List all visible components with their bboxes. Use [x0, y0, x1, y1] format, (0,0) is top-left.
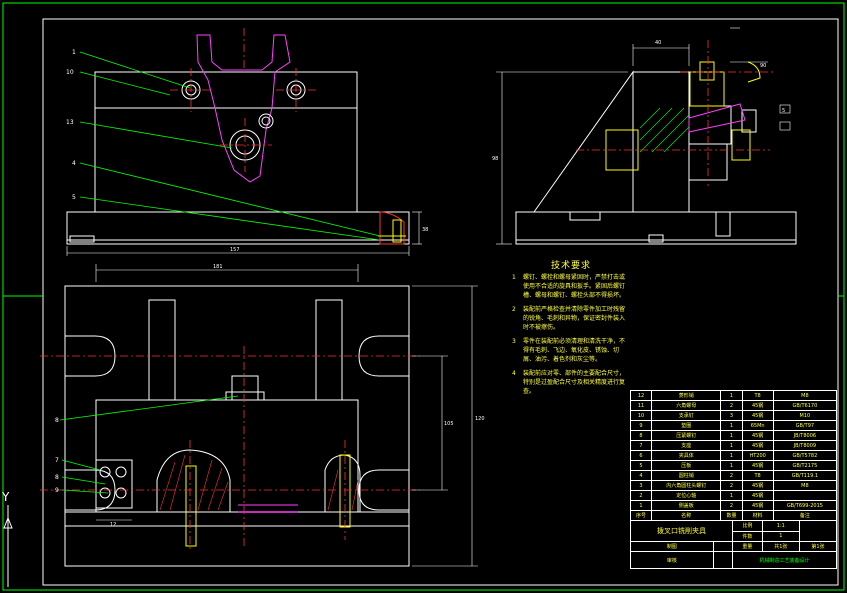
side-dims — [496, 27, 768, 245]
callout-front-4: 4 — [72, 160, 76, 167]
school-name: 机械制造工艺装备设计 — [732, 551, 837, 569]
front-dims — [66, 211, 422, 256]
callout-front-1: 1 — [72, 49, 76, 56]
callout-front-13: 13 — [66, 119, 74, 126]
plan-view — [64, 285, 410, 567]
dim-plan-width: 181 — [213, 264, 223, 270]
front-centerlines — [170, 28, 318, 172]
plan-hatching — [159, 454, 359, 511]
dim-side-base: 90 — [760, 63, 766, 69]
dim-side-tag: 5 — [782, 108, 785, 114]
dim-front-width: 157 — [230, 247, 240, 253]
plan-dims — [95, 264, 478, 567]
dim-front-height: 38 — [422, 227, 428, 233]
ucs-icon — [3, 505, 13, 587]
front-leaders — [79, 51, 381, 241]
callout-plan-8b: 8 — [55, 474, 59, 481]
inner-frame — [42, 18, 839, 586]
plan-leaders — [59, 395, 239, 494]
drawing-title: 拨叉口铣削夹具 — [630, 520, 733, 542]
side-tag-box — [779, 104, 791, 114]
dim-plan-small: 12 — [110, 522, 116, 528]
plan-centerlines — [40, 346, 420, 550]
dim-plan-height: 120 — [475, 416, 485, 422]
callout-plan-8a: 8 — [55, 417, 59, 424]
callout-front-5: 5 — [72, 194, 76, 201]
callout-plan-7: 7 — [55, 457, 59, 464]
side-hatching — [639, 107, 690, 153]
callout-front-10: 10 — [66, 69, 74, 76]
dim-plan-inner: 105 — [444, 421, 454, 427]
callout-plan-9: 9 — [55, 487, 59, 494]
side-view — [515, 61, 797, 245]
dim-side-height: 98 — [492, 156, 498, 162]
side-centerlines — [576, 40, 775, 186]
y-axis-label: Y — [2, 490, 10, 504]
notes-title: 技术要求 — [550, 261, 591, 271]
dim-side-top: 40 — [655, 40, 661, 46]
title-info: 拨叉口铣削夹具 比例 1:1 件数 1 制图 重量 共1张 第1张 审核 机械制… — [630, 520, 838, 569]
side-tag-box-2 — [779, 121, 791, 131]
parts-header: 序号 名称 数量 材料 备注 — [629, 510, 838, 521]
front-view — [66, 34, 410, 245]
